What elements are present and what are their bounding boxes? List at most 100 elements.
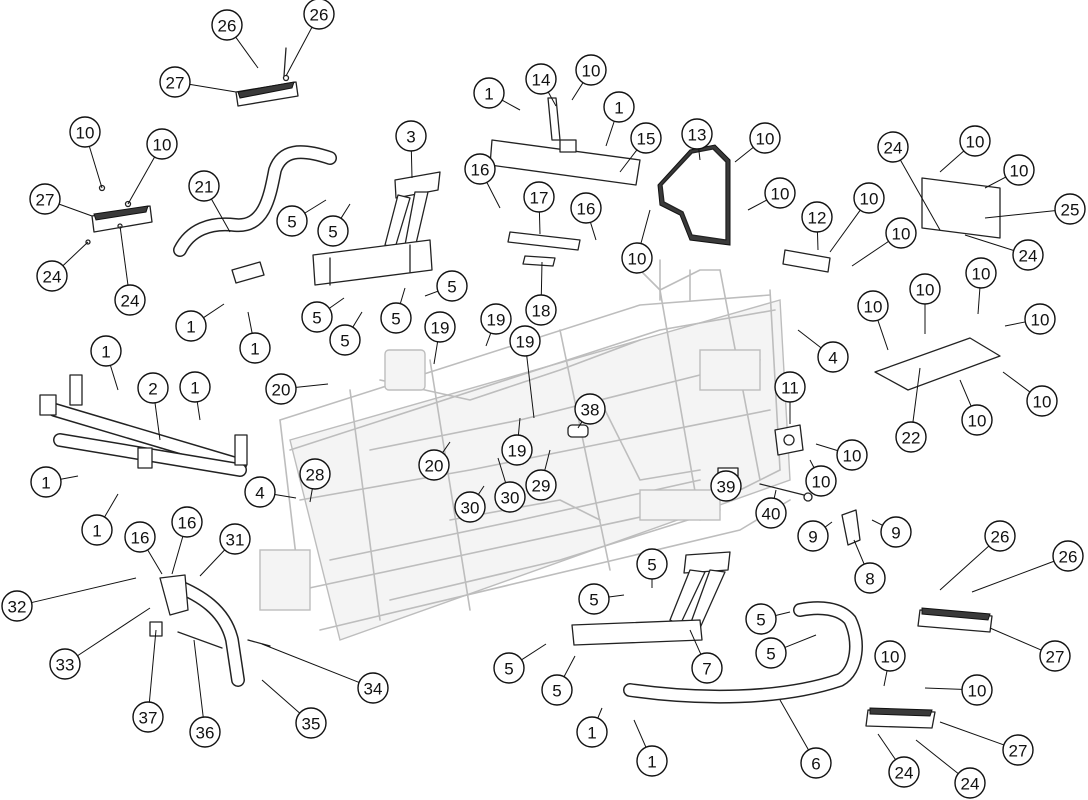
callout-circle <box>188 170 220 202</box>
leader-line <box>235 36 259 69</box>
callout-1: 1 <box>576 707 608 748</box>
callout-circle <box>1054 193 1086 225</box>
callout-number: 32 <box>8 598 27 617</box>
leader-line <box>119 225 129 286</box>
callout-number: 10 <box>916 281 935 300</box>
bracket-12 <box>782 249 831 273</box>
leader-line <box>824 521 833 528</box>
callout-number: 1 <box>190 379 199 398</box>
footrest-right-lower <box>865 707 936 729</box>
callout-20: 20 <box>418 441 451 481</box>
callout-number: 24 <box>43 268 62 287</box>
callout-number: 1 <box>250 340 259 359</box>
callout-11: 11 <box>774 371 806 424</box>
leader-line <box>977 287 981 315</box>
callout-number: 10 <box>756 130 775 149</box>
front-carrier-bracket <box>312 171 441 286</box>
callout-circle <box>691 652 723 684</box>
callout-10: 10 <box>965 257 997 315</box>
callout-number: 10 <box>1031 311 1050 330</box>
callout-26: 26 <box>285 0 335 77</box>
heat-shield-13 <box>657 144 731 246</box>
callout-16: 16 <box>171 506 203 575</box>
callout-circle <box>954 767 986 799</box>
callout-5: 5 <box>578 583 625 615</box>
callout-number: 16 <box>577 200 596 219</box>
leader-line <box>486 182 501 209</box>
callout-number: 1 <box>614 99 623 118</box>
callout-circle <box>244 476 276 508</box>
leader-line <box>619 149 638 173</box>
leader-line <box>154 402 161 441</box>
leader-line <box>773 489 777 499</box>
callout-31: 31 <box>199 523 251 577</box>
skid-plate-22 <box>874 337 1001 391</box>
leader-line <box>433 341 439 365</box>
callout-5: 5 <box>301 297 345 333</box>
callout-number: 11 <box>781 379 799 398</box>
callout-5: 5 <box>380 287 412 334</box>
callout-number: 12 <box>808 209 827 228</box>
callout-37: 37 <box>132 629 164 733</box>
leader-line <box>424 290 439 297</box>
callout-circle <box>745 603 777 635</box>
callout-34: 34 <box>261 643 389 704</box>
leader-line <box>544 449 551 471</box>
callout-circle <box>857 290 889 322</box>
leader-line <box>924 687 963 690</box>
callout-circle <box>473 77 505 109</box>
leader-line <box>193 639 204 718</box>
callout-circle <box>525 294 557 326</box>
leader-line <box>526 355 535 419</box>
callout-10: 10 <box>747 177 796 211</box>
leader-line <box>597 707 603 719</box>
callout-circle <box>749 122 781 154</box>
callout-number: 16 <box>471 161 490 180</box>
callout-circle <box>885 217 917 249</box>
leader-line <box>883 670 888 687</box>
leader-line <box>62 241 89 267</box>
callout-number: 7 <box>702 660 711 679</box>
callout-circle <box>578 583 610 615</box>
callout-number: 5 <box>589 591 598 610</box>
callout-number: 37 <box>139 709 158 728</box>
callout-circle <box>299 458 331 490</box>
callout-circle <box>295 707 327 739</box>
callout-circle <box>636 548 668 580</box>
callout-circle <box>574 393 606 425</box>
callout-21: 21 <box>188 170 231 233</box>
leader-line <box>261 679 301 714</box>
callout-19: 19 <box>509 325 541 419</box>
callout-circle <box>961 674 993 706</box>
callout-number: 2 <box>148 380 157 399</box>
callout-number: 5 <box>328 223 337 242</box>
callout-13: 13 <box>681 118 713 161</box>
callout-number: 30 <box>461 499 480 518</box>
callout-number: 17 <box>530 189 549 208</box>
callout-circle <box>494 481 526 513</box>
callout-circle <box>357 672 389 704</box>
callout-circle <box>1002 734 1034 766</box>
leader-line <box>501 99 521 111</box>
callout-number: 10 <box>966 133 985 152</box>
callout-circle <box>1 590 33 622</box>
callout-number: 6 <box>811 755 820 774</box>
leader-line <box>571 82 584 101</box>
mounting-plate-17 <box>507 231 581 267</box>
callout-33: 33 <box>49 607 151 680</box>
callout-2: 2 <box>137 372 169 441</box>
callout-10: 10 <box>829 182 885 253</box>
callout-circle <box>464 153 496 185</box>
callout-circle <box>575 54 607 86</box>
callout-10: 10 <box>857 290 889 351</box>
callout-number: 26 <box>1059 548 1078 567</box>
callout-circle <box>301 301 333 333</box>
callout-number: 10 <box>771 185 790 204</box>
front-bumper-tube <box>173 145 337 284</box>
callout-circle <box>681 118 713 150</box>
callout-circle <box>493 652 525 684</box>
kickstand-31 <box>149 574 271 687</box>
callout-circle <box>877 131 909 163</box>
callout-19: 19 <box>424 311 456 365</box>
callout-circle <box>984 520 1016 552</box>
